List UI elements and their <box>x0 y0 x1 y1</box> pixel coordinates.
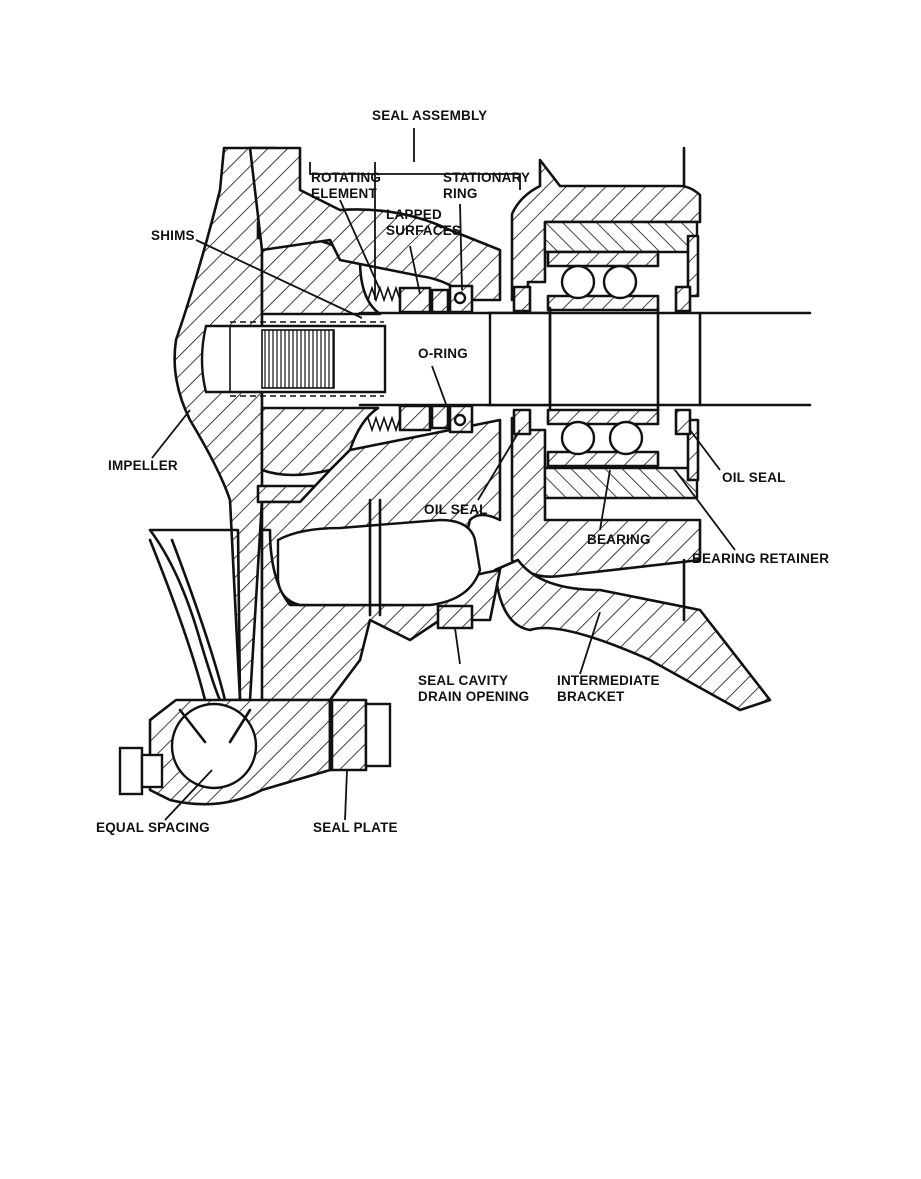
bearing-ball <box>608 420 644 456</box>
label-oil-seal-center: OIL SEAL <box>424 502 488 517</box>
label-lapped-surfaces: LAPPED <box>386 207 442 222</box>
leader-lines <box>151 128 736 821</box>
bearing-ball <box>560 420 596 456</box>
label-bearing-retainer: BEARING RETAINER <box>692 551 829 566</box>
label-impeller: IMPELLER <box>108 458 178 473</box>
label-seal-cavity-2: DRAIN OPENING <box>418 689 529 704</box>
label-intermediate-bracket-2: BRACKET <box>557 689 625 704</box>
label-shims: SHIMS <box>151 228 195 243</box>
label-lapped-surfaces-2: SURFACES <box>386 223 461 238</box>
label-stationary-ring: STATIONARY <box>443 170 530 185</box>
label-stationary-ring-2: RING <box>443 186 478 201</box>
bolt-head <box>118 746 144 796</box>
shaft <box>486 306 812 412</box>
bearing-assembly <box>543 220 700 500</box>
seal-plate-bolt <box>364 702 392 768</box>
label-equal-spacing: EQUAL SPACING <box>96 820 210 835</box>
bearing-ball <box>560 264 596 300</box>
callout-labels: SEAL ASSEMBLY ROTATING ELEMENT STATIONAR… <box>96 108 829 835</box>
label-rotating-element-2: ELEMENT <box>311 186 377 201</box>
label-seal-plate: SEAL PLATE <box>313 820 398 835</box>
label-o-ring: O-RING <box>418 346 468 361</box>
lower-flange <box>118 528 392 806</box>
bearing-ball <box>602 264 638 300</box>
label-seal-cavity: SEAL CAVITY <box>418 673 508 688</box>
label-bearing: BEARING <box>587 532 651 547</box>
label-intermediate-bracket: INTERMEDIATE <box>557 673 660 688</box>
label-seal-assembly: SEAL ASSEMBLY <box>372 108 487 123</box>
impeller <box>173 146 387 702</box>
label-rotating-element: ROTATING <box>311 170 381 185</box>
label-oil-seal-right: OIL SEAL <box>722 470 786 485</box>
intermediate-bracket <box>493 146 772 712</box>
mechanical-seal <box>358 284 492 434</box>
oil-seals <box>512 285 692 436</box>
